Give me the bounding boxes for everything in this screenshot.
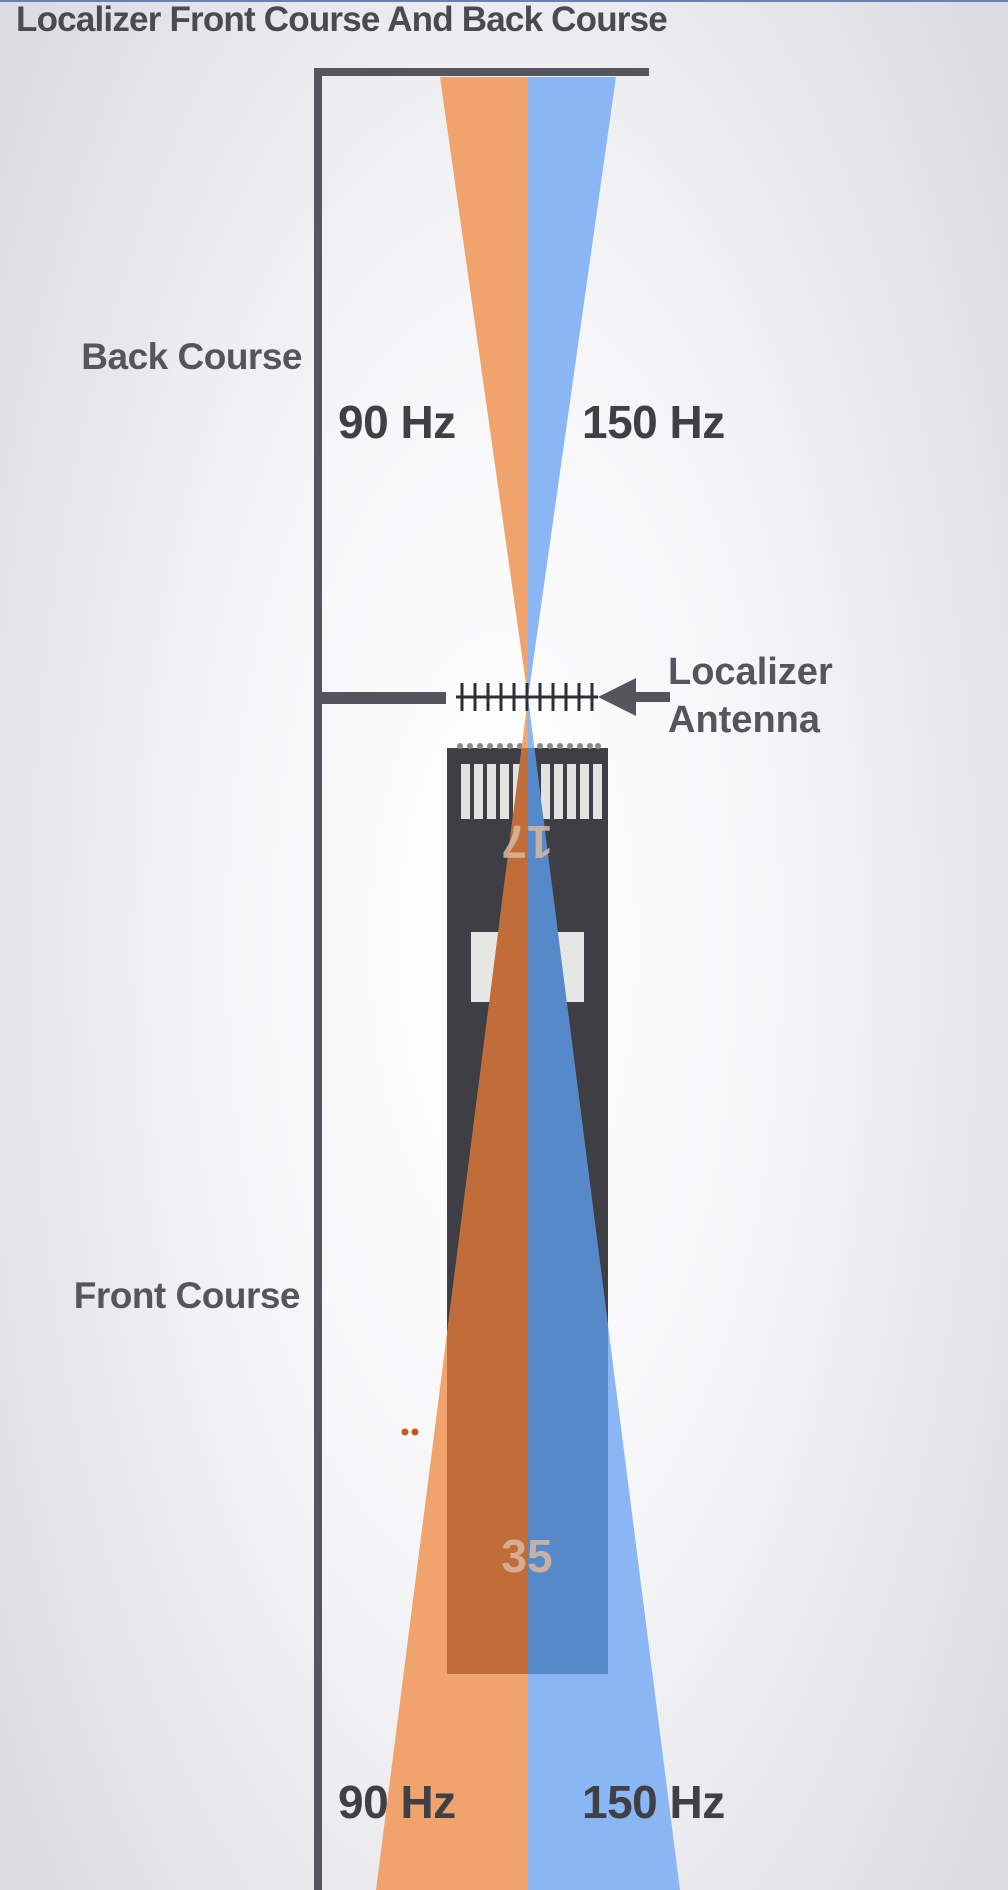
localizer-antenna-array <box>456 683 598 711</box>
localizer-antenna-label-line2: Antenna <box>668 699 820 741</box>
freq-150hz-front-label: 150 Hz <box>582 1776 725 1828</box>
freq-90hz-front-label: 90 Hz <box>338 1776 456 1828</box>
freq-150hz-back-label: 150 Hz <box>582 396 725 448</box>
lobes-over-runway <box>447 748 608 1674</box>
lobe-150hz-back-course <box>528 77 616 698</box>
runway-number-bottom: 35 <box>501 1530 552 1582</box>
page-title: Localizer Front Course And Back Course <box>16 0 668 39</box>
freq-90hz-back-label: 90 Hz <box>338 396 456 448</box>
lobe-90hz-back-course <box>440 77 528 698</box>
runway-edge-lights-top <box>457 743 601 749</box>
top-rule <box>0 0 1008 2</box>
localizer-antenna-label: Localizer Antenna <box>668 648 833 744</box>
runway-number-top: 17 <box>501 816 552 868</box>
localizer-antenna-label-line1: Localizer <box>668 651 833 693</box>
antenna-pointer-arrow <box>598 678 670 716</box>
marker-dots <box>401 1428 419 1436</box>
back-course-label: Back Course <box>81 336 302 377</box>
front-course-label: Front Course <box>73 1275 301 1316</box>
